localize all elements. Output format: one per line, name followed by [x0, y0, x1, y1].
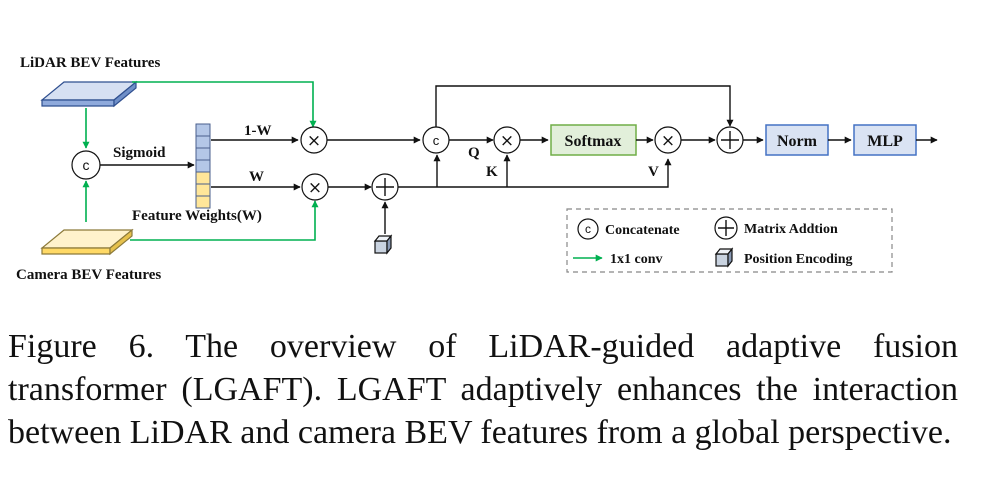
softmax-block	[550, 124, 637, 156]
svg-text:c: c	[433, 133, 440, 148]
figure-caption: Figure 6. The overview of LiDAR-guided a…	[8, 328, 958, 451]
legend-position-encoding-icon	[714, 247, 734, 268]
legend-concat-icon: c	[577, 218, 599, 240]
legend-position-encoding-label: Position Encoding	[744, 252, 853, 267]
multiply-node-camera: ×	[301, 173, 329, 201]
k-label: K	[486, 164, 498, 180]
position-encoding-cube	[373, 234, 393, 255]
conv-arrow-camera-to-multiply	[130, 200, 319, 241]
mlp-label: MLP	[867, 133, 903, 150]
multiply-node-lidar: ×	[300, 126, 328, 154]
concat-node-right: c	[422, 126, 450, 154]
add-node-residual	[716, 126, 744, 154]
v-label: V	[648, 164, 659, 180]
legend-matrix-addition-label: Matrix Addtion	[744, 222, 838, 237]
concat-node-left: c	[71, 150, 101, 180]
lidar-bev-layer	[40, 80, 138, 108]
feature-weights-label: Feature Weights(W)	[132, 208, 262, 224]
legend-box	[566, 208, 893, 273]
svg-text:c: c	[585, 222, 591, 236]
svg-text:×: ×	[661, 131, 675, 151]
svg-text:c: c	[83, 157, 90, 173]
one-minus-w-label: 1-W	[244, 123, 272, 139]
camera-bev-label: Camera BEV Features	[16, 267, 161, 283]
legend-conv-label: 1x1 conv	[610, 252, 663, 267]
norm-label: Norm	[777, 133, 818, 150]
norm-block	[765, 124, 829, 156]
svg-text:×: ×	[500, 131, 514, 151]
softmax-label: Softmax	[565, 133, 622, 150]
w-label: W	[249, 169, 264, 185]
mlp-block	[853, 124, 917, 156]
lgaft-diagram: LiDAR BEV Features Camera BEV Features c…	[16, 55, 938, 283]
sigmoid-label: Sigmoid	[113, 145, 166, 161]
multiply-node-qk: ×	[493, 126, 521, 154]
svg-text:×: ×	[307, 131, 321, 151]
feature-weights-column	[195, 123, 211, 209]
q-label: Q	[468, 145, 480, 161]
legend-add-icon	[714, 216, 738, 240]
add-node-position	[371, 173, 399, 201]
multiply-node-v: ×	[654, 126, 682, 154]
svg-text:×: ×	[308, 178, 322, 198]
lidar-bev-label: LiDAR BEV Features	[20, 55, 160, 71]
residual-skip-line	[435, 85, 734, 127]
add-to-v-line	[398, 158, 672, 188]
legend-concatenate-label: Concatenate	[605, 223, 680, 238]
conv-arrow-lidar-to-multiply	[132, 81, 317, 128]
camera-bev-layer	[40, 228, 134, 256]
